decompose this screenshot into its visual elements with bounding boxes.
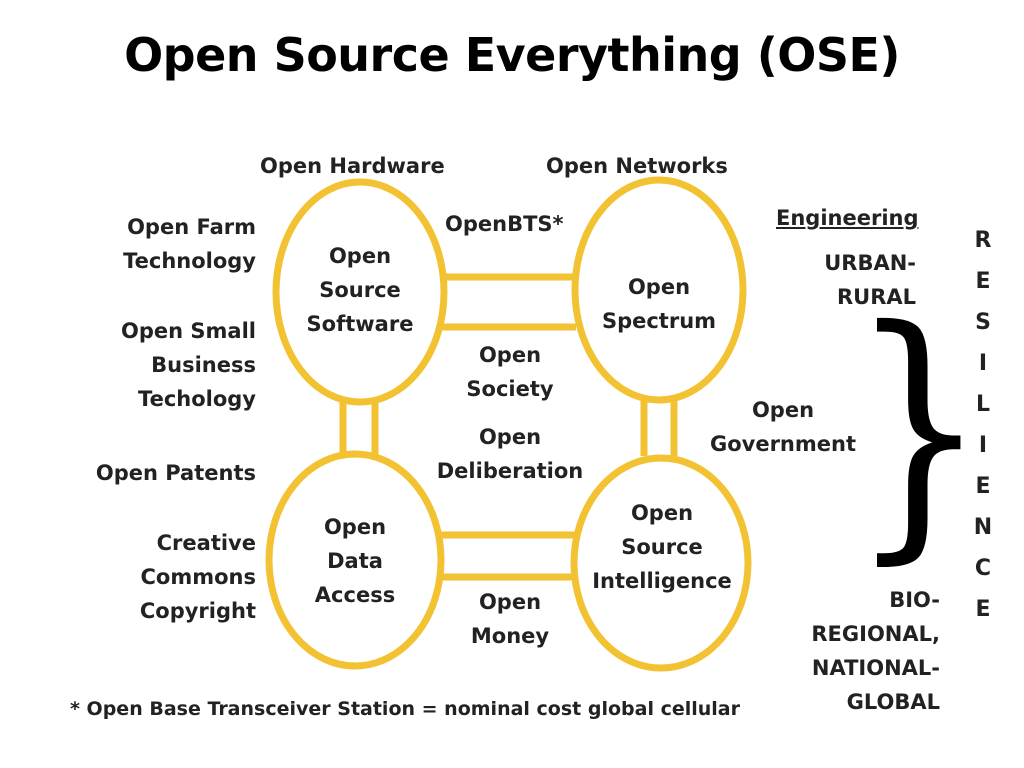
- label-open-hardware: Open Hardware: [260, 154, 445, 178]
- circle-spectrum: [571, 176, 747, 404]
- label-openbts: OpenBTS*: [445, 212, 564, 236]
- page-title: Open Source Everything (OSE): [124, 28, 900, 82]
- label-open-patents: Open Patents: [95, 461, 256, 485]
- footnote: * Open Base Transceiver Station = nomina…: [70, 698, 740, 720]
- label-bio-regional-national-global: BIO-REGIONAL,NATIONAL-GLOBAL: [811, 588, 940, 714]
- circle-data: [265, 450, 445, 670]
- label-open-networks: Open Networks: [546, 154, 728, 178]
- label-urban-rural: URBAN-RURAL: [824, 251, 916, 309]
- curly-brace: }: [850, 272, 988, 587]
- label-engineering: Engineering: [776, 206, 919, 230]
- circle-software: [272, 178, 448, 406]
- circle-intelligence: [570, 454, 752, 672]
